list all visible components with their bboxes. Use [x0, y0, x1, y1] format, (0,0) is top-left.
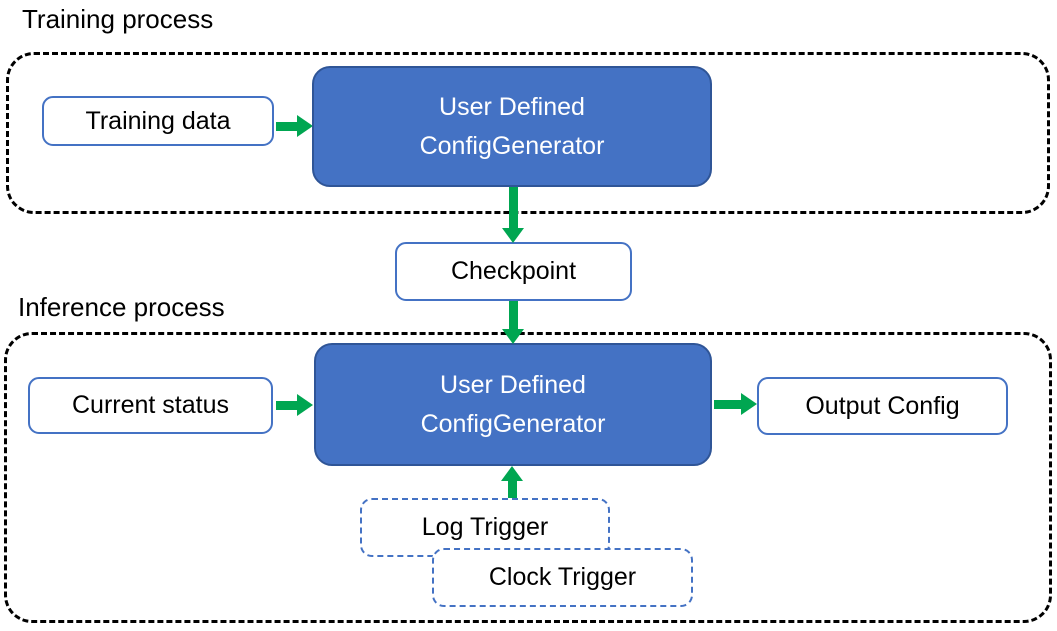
config-generator-training-line1: User Defined: [439, 92, 585, 121]
checkpoint-box: Checkpoint: [395, 242, 632, 301]
arrow-triggers-to-generator-shaft: [508, 481, 517, 498]
arrow-generator-to-output-config-shaft: [714, 400, 741, 409]
arrow-training-data-to-generator-head: [297, 115, 313, 137]
arrow-checkpoint-to-generator-shaft: [509, 301, 518, 330]
arrow-generator-to-checkpoint-shaft: [509, 187, 518, 229]
log-trigger-box: Log Trigger: [360, 498, 610, 557]
config-generator-inference-box: User Defined ConfigGenerator: [314, 343, 712, 466]
inference-process-title: Inference process: [18, 292, 225, 322]
training-data-box: Training data: [42, 96, 274, 146]
arrow-triggers-to-generator-head: [501, 466, 523, 481]
arrow-checkpoint-to-generator-head: [502, 329, 524, 344]
arrow-generator-to-output-config-head: [741, 393, 757, 415]
training-process-title: Training process: [22, 4, 214, 34]
current-status-box: Current status: [28, 377, 273, 434]
arrow-generator-to-checkpoint-head: [502, 228, 524, 243]
config-generator-training-box: User Defined ConfigGenerator: [312, 66, 712, 187]
clock-trigger-box: Clock Trigger: [432, 548, 693, 607]
arrow-current-status-to-generator-head: [297, 394, 313, 416]
arrow-training-data-to-generator-shaft: [276, 122, 298, 131]
output-config-box: Output Config: [757, 377, 1008, 435]
arrow-current-status-to-generator-shaft: [276, 401, 298, 410]
config-generator-inference-line2: ConfigGenerator: [420, 409, 606, 438]
config-generator-training-line2: ConfigGenerator: [419, 131, 605, 160]
config-generator-inference-line1: User Defined: [440, 370, 586, 399]
training-process-container: [6, 52, 1050, 214]
inference-process-container: [4, 332, 1052, 623]
